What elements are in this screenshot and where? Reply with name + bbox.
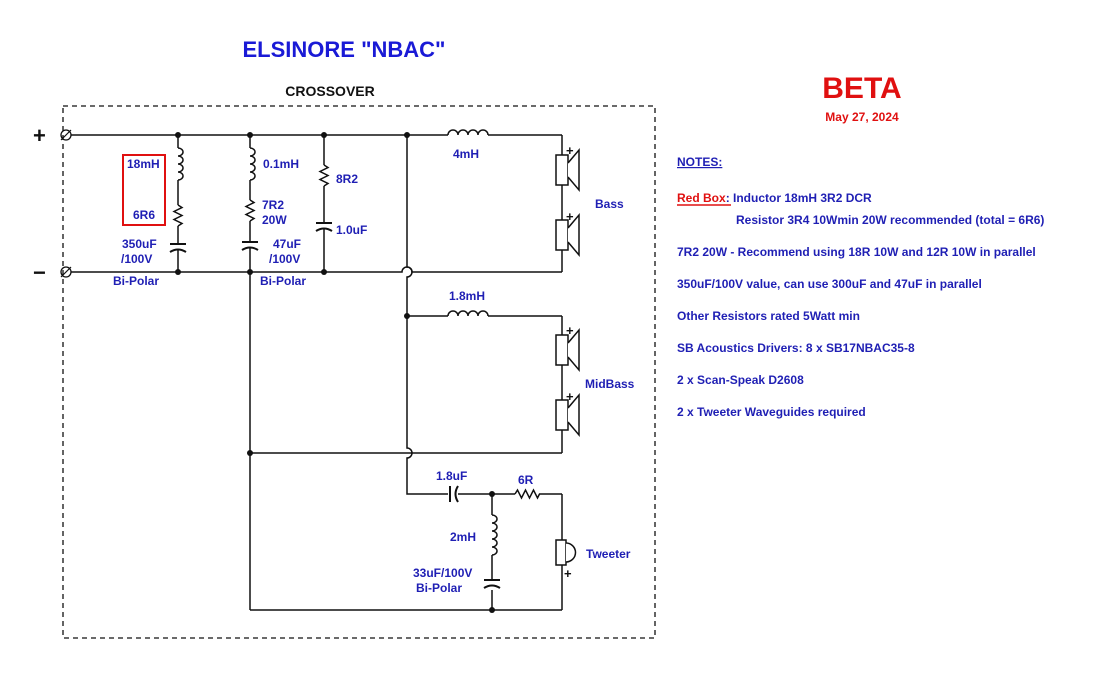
midbass-label: MidBass bbox=[585, 377, 635, 391]
midbass-driver-1 bbox=[555, 327, 580, 373]
bass-label: Bass bbox=[595, 197, 624, 211]
label-6R6: 6R6 bbox=[133, 208, 155, 222]
tweeter-driver bbox=[555, 539, 577, 566]
crossover-boundary bbox=[62, 105, 656, 639]
minus-terminal-label: − bbox=[33, 260, 46, 285]
plus-terminal-label: + bbox=[33, 123, 46, 148]
label-47uF-voltage: /100V bbox=[269, 252, 300, 266]
label-350uF-type: Bi-Polar bbox=[113, 274, 159, 288]
label-33uF-type: Bi-Polar bbox=[416, 581, 462, 595]
bass-1-polarity: + bbox=[566, 143, 574, 158]
bass-driver-1 bbox=[555, 147, 580, 193]
note-waveguides: 2 x Tweeter Waveguides required bbox=[677, 405, 866, 419]
label-7R2-power: 20W bbox=[262, 213, 287, 227]
date-label: May 27, 2024 bbox=[825, 110, 899, 124]
red-box-note-line1: : Inductor 18mH 3R2 DCR bbox=[726, 191, 872, 205]
label-18mH: 18mH bbox=[127, 157, 160, 171]
note-350uf: 350uF/100V value, can use 300uF and 47uF… bbox=[677, 277, 982, 291]
inductor-1-8mH bbox=[447, 310, 489, 317]
notes-panel: NOTES: Red Box: Inductor 18mH 3R2 DCR Re… bbox=[677, 155, 1044, 419]
label-350uF: 350uF bbox=[122, 237, 157, 251]
label-350uF-voltage: /100V bbox=[121, 252, 152, 266]
note-resistors: Other Resistors rated 5Watt min bbox=[677, 309, 860, 323]
label-7R2: 7R2 bbox=[262, 198, 284, 212]
shunt-branch-3 bbox=[315, 135, 333, 272]
note-sb-drivers: SB Acoustics Drivers: 8 x SB17NBAC35-8 bbox=[677, 341, 915, 355]
red-box-note-line2: Resistor 3R4 10Wmin 20W recommended (tot… bbox=[736, 213, 1044, 227]
wiring bbox=[71, 134, 563, 611]
label-4mH: 4mH bbox=[453, 147, 479, 161]
label-47uF: 47uF bbox=[273, 237, 301, 251]
tweeter-polarity: + bbox=[564, 566, 572, 581]
label-1-8mH: 1.8mH bbox=[449, 289, 485, 303]
label-1-0uF: 1.0uF bbox=[336, 223, 367, 237]
bass-2-polarity: + bbox=[566, 209, 574, 224]
label-6R: 6R bbox=[518, 473, 534, 487]
label-8R2: 8R2 bbox=[336, 172, 358, 186]
note-7r2: 7R2 20W - Recommend using 18R 10W and 12… bbox=[677, 245, 1036, 259]
midbass-2-polarity: + bbox=[566, 389, 574, 404]
status-label: BETA bbox=[822, 72, 901, 105]
shunt-branch-1 bbox=[169, 135, 187, 272]
red-box-note: Red Box: Inductor 18mH 3R2 DCR bbox=[677, 191, 872, 205]
resistor-6R bbox=[514, 488, 541, 500]
capacitor-33uF bbox=[483, 579, 501, 589]
red-box-note-label: Red Box bbox=[677, 191, 726, 205]
tweeter-label: Tweeter bbox=[586, 547, 631, 561]
note-scan-speak: 2 x Scan-Speak D2608 bbox=[677, 373, 804, 387]
crossover-label: CROSSOVER bbox=[285, 83, 374, 99]
red-box-highlight bbox=[122, 154, 166, 226]
bass-driver-2 bbox=[555, 212, 580, 258]
label-33uF: 33uF/100V bbox=[413, 566, 472, 580]
label-1-8uF: 1.8uF bbox=[436, 469, 467, 483]
label-2mH: 2mH bbox=[450, 530, 476, 544]
midbass-driver-2 bbox=[555, 392, 580, 438]
midbass-1-polarity: + bbox=[566, 323, 574, 338]
junction-dots bbox=[175, 132, 495, 613]
label-47uF-type: Bi-Polar bbox=[260, 274, 306, 288]
inductor-4mH bbox=[447, 129, 489, 136]
notes-heading: NOTES: bbox=[677, 155, 722, 169]
shunt-branch-2 bbox=[241, 135, 259, 272]
capacitor-1-8uF bbox=[449, 485, 459, 503]
label-0-1mH: 0.1mH bbox=[263, 157, 299, 171]
schematic-title: ELSINORE "NBAC" bbox=[243, 37, 446, 62]
inductor-2mH bbox=[491, 514, 498, 556]
